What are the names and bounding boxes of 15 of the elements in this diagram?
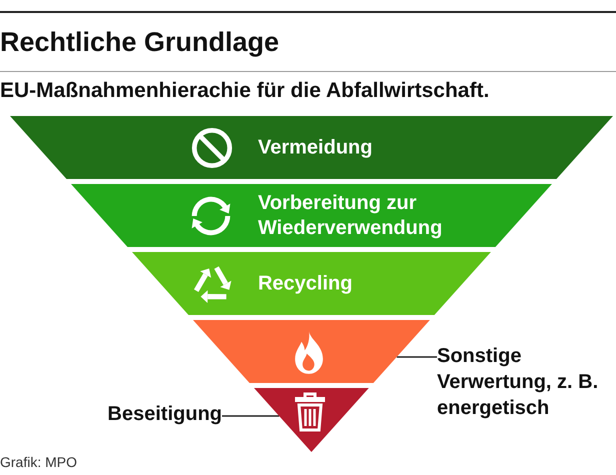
callout-label: Beseitigung: [108, 401, 222, 427]
pyramid-tier: [71, 184, 552, 247]
pyramid-tier: [132, 252, 491, 315]
pyramid-tier: [193, 320, 430, 383]
callout-label: Sonstige Verwertung, z. B. energetisch: [437, 343, 611, 421]
tier-label: Vermeidung: [258, 135, 372, 160]
tier-label: Recycling: [258, 271, 352, 296]
title: Rechtliche Grundlage: [0, 26, 280, 59]
subtitle: EU-Maßnahmenhierachie für die Abfallwirtschaft.: [0, 78, 490, 104]
pyramid-tier: [10, 116, 613, 179]
leader-line: [396, 356, 437, 358]
leader-line: [222, 415, 280, 417]
tier-label: Vorbereitung zur Wiederverwendung: [258, 190, 444, 240]
caption: Grafik: MPO: [0, 453, 78, 471]
pyramid-tier: [254, 388, 369, 452]
